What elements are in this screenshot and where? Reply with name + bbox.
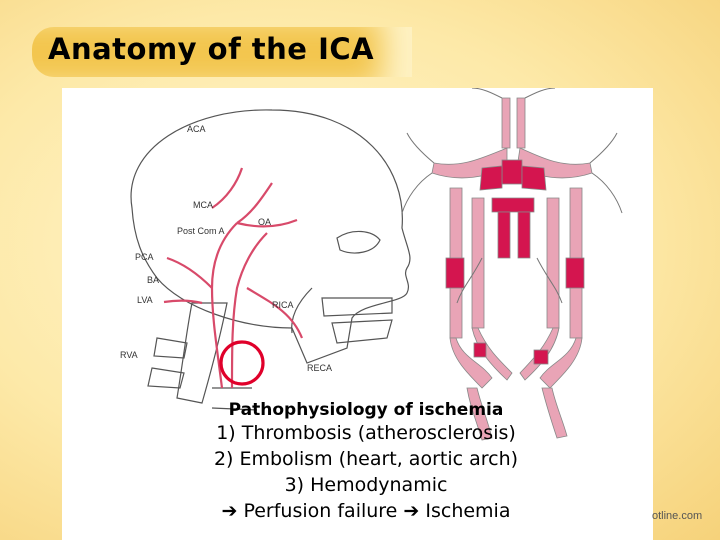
label-postcom: Post Com A	[177, 226, 225, 236]
carotid-vessels	[163, 167, 304, 389]
caption-line-1: 1) Thrombosis (atherosclerosis)	[216, 422, 516, 444]
label-aca: ACA	[187, 124, 206, 134]
vessel-labels: ACA MCA OA Post Com A PCA BA LVA RICA RV…	[120, 124, 332, 373]
ica-anatomy-figure: ACA MCA OA Post Com A PCA BA LVA RICA RV…	[62, 88, 653, 540]
title-bar	[32, 27, 412, 77]
slide-title: Anatomy of the ICA	[48, 32, 375, 66]
label-oa: OA	[258, 217, 271, 227]
label-reca: RECA	[307, 363, 332, 373]
label-rica: RICA	[272, 300, 294, 310]
caption-line-2: 2) Embolism (heart, aortic arch)	[213, 448, 519, 470]
circle-of-willis-diagram	[431, 97, 593, 441]
ica-highlight-circle	[219, 340, 265, 386]
label-mca: MCA	[193, 200, 213, 210]
caption-line-4: ➔ Perfusion failure ➔ Ischemia	[221, 500, 511, 522]
watermark-text: otline.com	[652, 510, 703, 522]
caption-box: Pathophysiology of ischemia 1) Thrombosi…	[176, 396, 556, 540]
caption-line-3: 3) Hemodynamic	[284, 474, 448, 496]
label-rva: RVA	[120, 350, 138, 360]
anatomy-illustration: ACA MCA OA Post Com A PCA BA LVA RICA RV…	[120, 88, 623, 441]
label-ba: BA	[147, 275, 159, 285]
label-pca: PCA	[135, 252, 154, 262]
willis-outline-vessels	[401, 88, 623, 304]
caption-heading: Pathophysiology of ischemia	[228, 400, 504, 420]
label-lva: LVA	[137, 295, 153, 305]
